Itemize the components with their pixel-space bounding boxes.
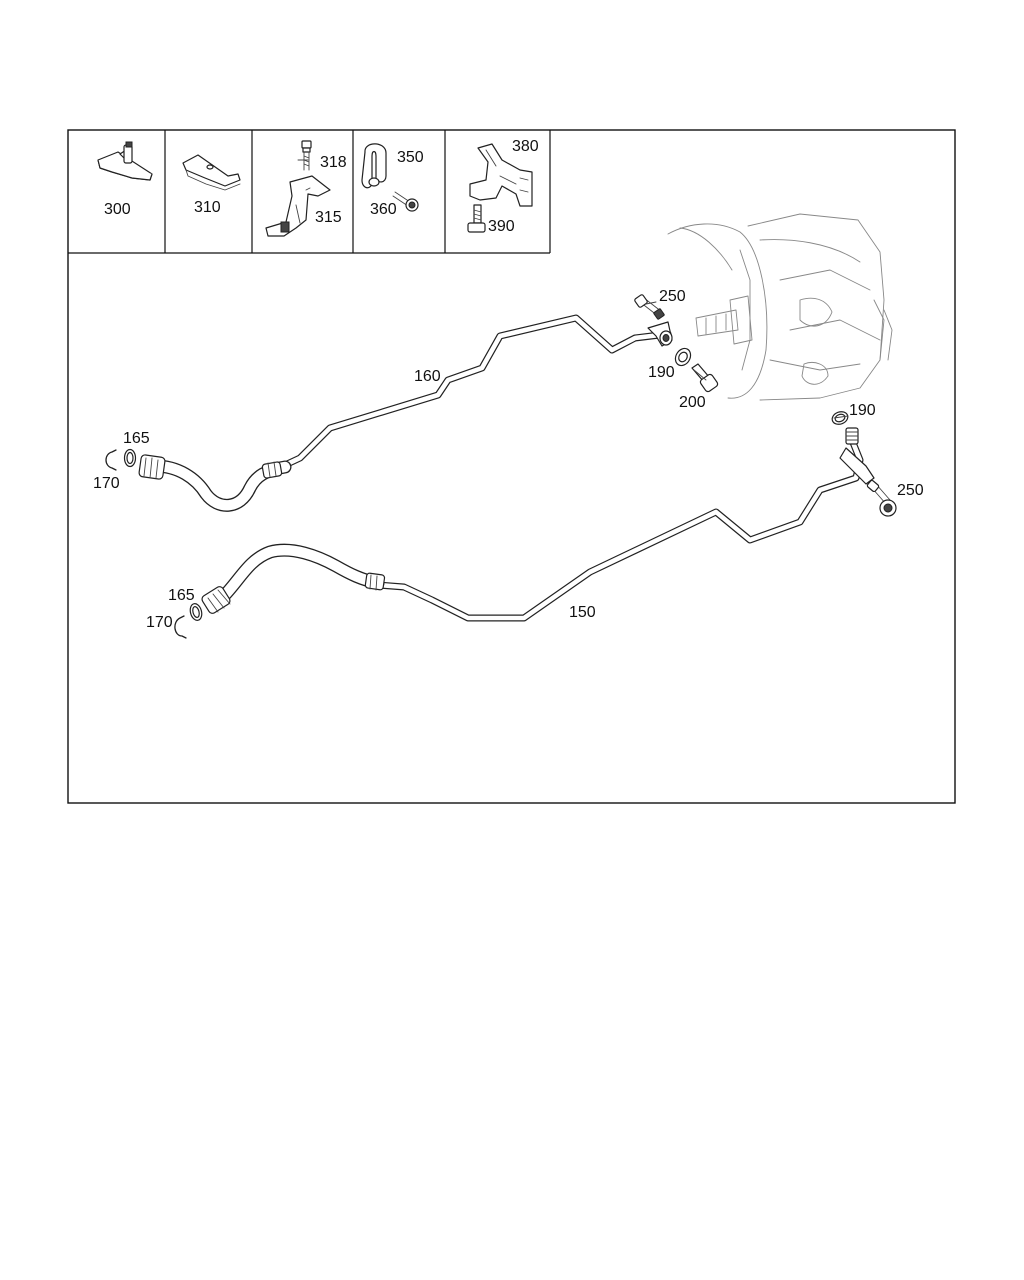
clip-310-icon: [182, 154, 241, 191]
label-315: 315: [315, 209, 342, 226]
bolt-318-icon: [301, 140, 312, 171]
leader-lines: [297, 159, 849, 419]
label-200: 200: [679, 394, 706, 411]
label-380: 380: [512, 138, 539, 155]
label-170-upper: 170: [93, 475, 120, 492]
label-165-upper: 165: [123, 430, 150, 447]
grommet-350-icon: [361, 143, 387, 189]
label-360: 360: [370, 201, 397, 218]
transmission-housing: [667, 213, 893, 401]
bolt-390-icon: [467, 204, 486, 233]
label-190-top: 190: [648, 364, 675, 381]
parts-legend-strip: [68, 130, 551, 254]
label-160: 160: [414, 368, 441, 385]
seal-ring-165-lower-icon: [189, 603, 203, 621]
label-190-right: 190: [849, 402, 876, 419]
washer-190-right-icon: [831, 411, 849, 425]
label-310: 310: [194, 199, 221, 216]
label-170-lower: 170: [146, 614, 173, 631]
snap-ring-170-lower-icon: [174, 615, 187, 639]
snap-ring-170-upper-icon: [105, 449, 117, 471]
label-150: 150: [569, 604, 596, 621]
diagram-frame: [67, 129, 956, 804]
label-165-lower: 165: [168, 587, 195, 604]
bolt-250-top-icon: [634, 294, 665, 320]
bolt-360-icon: [392, 191, 419, 212]
line-150: [201, 427, 875, 622]
bracket-315-icon: [265, 175, 331, 237]
washer-190-top-icon: [674, 347, 692, 367]
label-318: 318: [320, 154, 347, 171]
line-160: [138, 314, 673, 512]
bolt-200-icon: [691, 363, 719, 393]
seal-ring-165-upper-icon: [123, 448, 137, 468]
label-250-right: 250: [897, 482, 924, 499]
label-390: 390: [488, 218, 515, 235]
bracket-380-icon: [469, 143, 533, 207]
label-350: 350: [397, 149, 424, 166]
clip-300-icon: [97, 141, 153, 181]
label-250-top: 250: [659, 288, 686, 305]
label-300: 300: [104, 201, 131, 218]
bolt-250-right-icon: [866, 479, 897, 517]
